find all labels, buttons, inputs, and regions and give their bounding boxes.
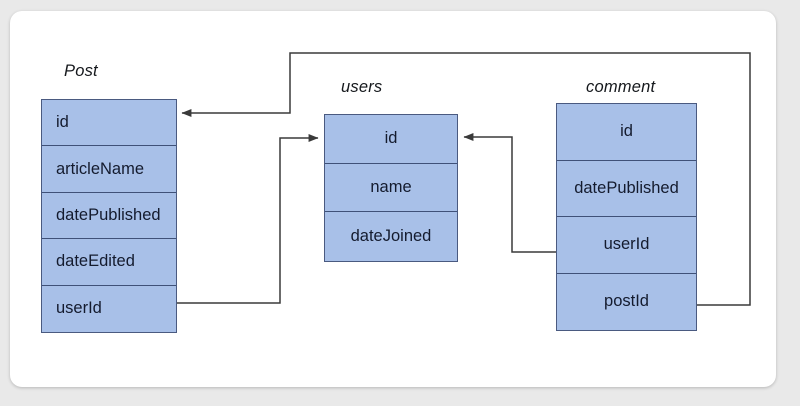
- entity-title-post: Post: [64, 62, 98, 80]
- connector-comment-userid-to-users-id: [463, 133, 556, 253]
- field-users-datejoined[interactable]: dateJoined: [350, 227, 432, 246]
- field-comment-postid[interactable]: postId: [604, 292, 649, 311]
- entity-title-users: users: [341, 78, 383, 96]
- field-post-dateedited[interactable]: dateEdited: [42, 239, 176, 286]
- field-post-userid[interactable]: userId: [56, 299, 102, 318]
- entity-title-comment: comment: [586, 78, 656, 96]
- field-users-name[interactable]: name: [325, 164, 457, 213]
- field-post-id[interactable]: id: [42, 100, 176, 147]
- field-users-id[interactable]: id: [325, 115, 457, 164]
- connector-comment-postid-to-post-id: [181, 52, 751, 306]
- field-post-datepublished[interactable]: datePublished: [42, 193, 176, 240]
- connector-post-userid-to-users-id: [177, 134, 319, 304]
- field-comment-datepublished[interactable]: datePublished: [557, 161, 696, 217]
- field-comment-userid[interactable]: userId: [557, 217, 696, 274]
- field-comment-id[interactable]: id: [557, 104, 696, 161]
- field-post-articlename[interactable]: articleName: [42, 146, 176, 193]
